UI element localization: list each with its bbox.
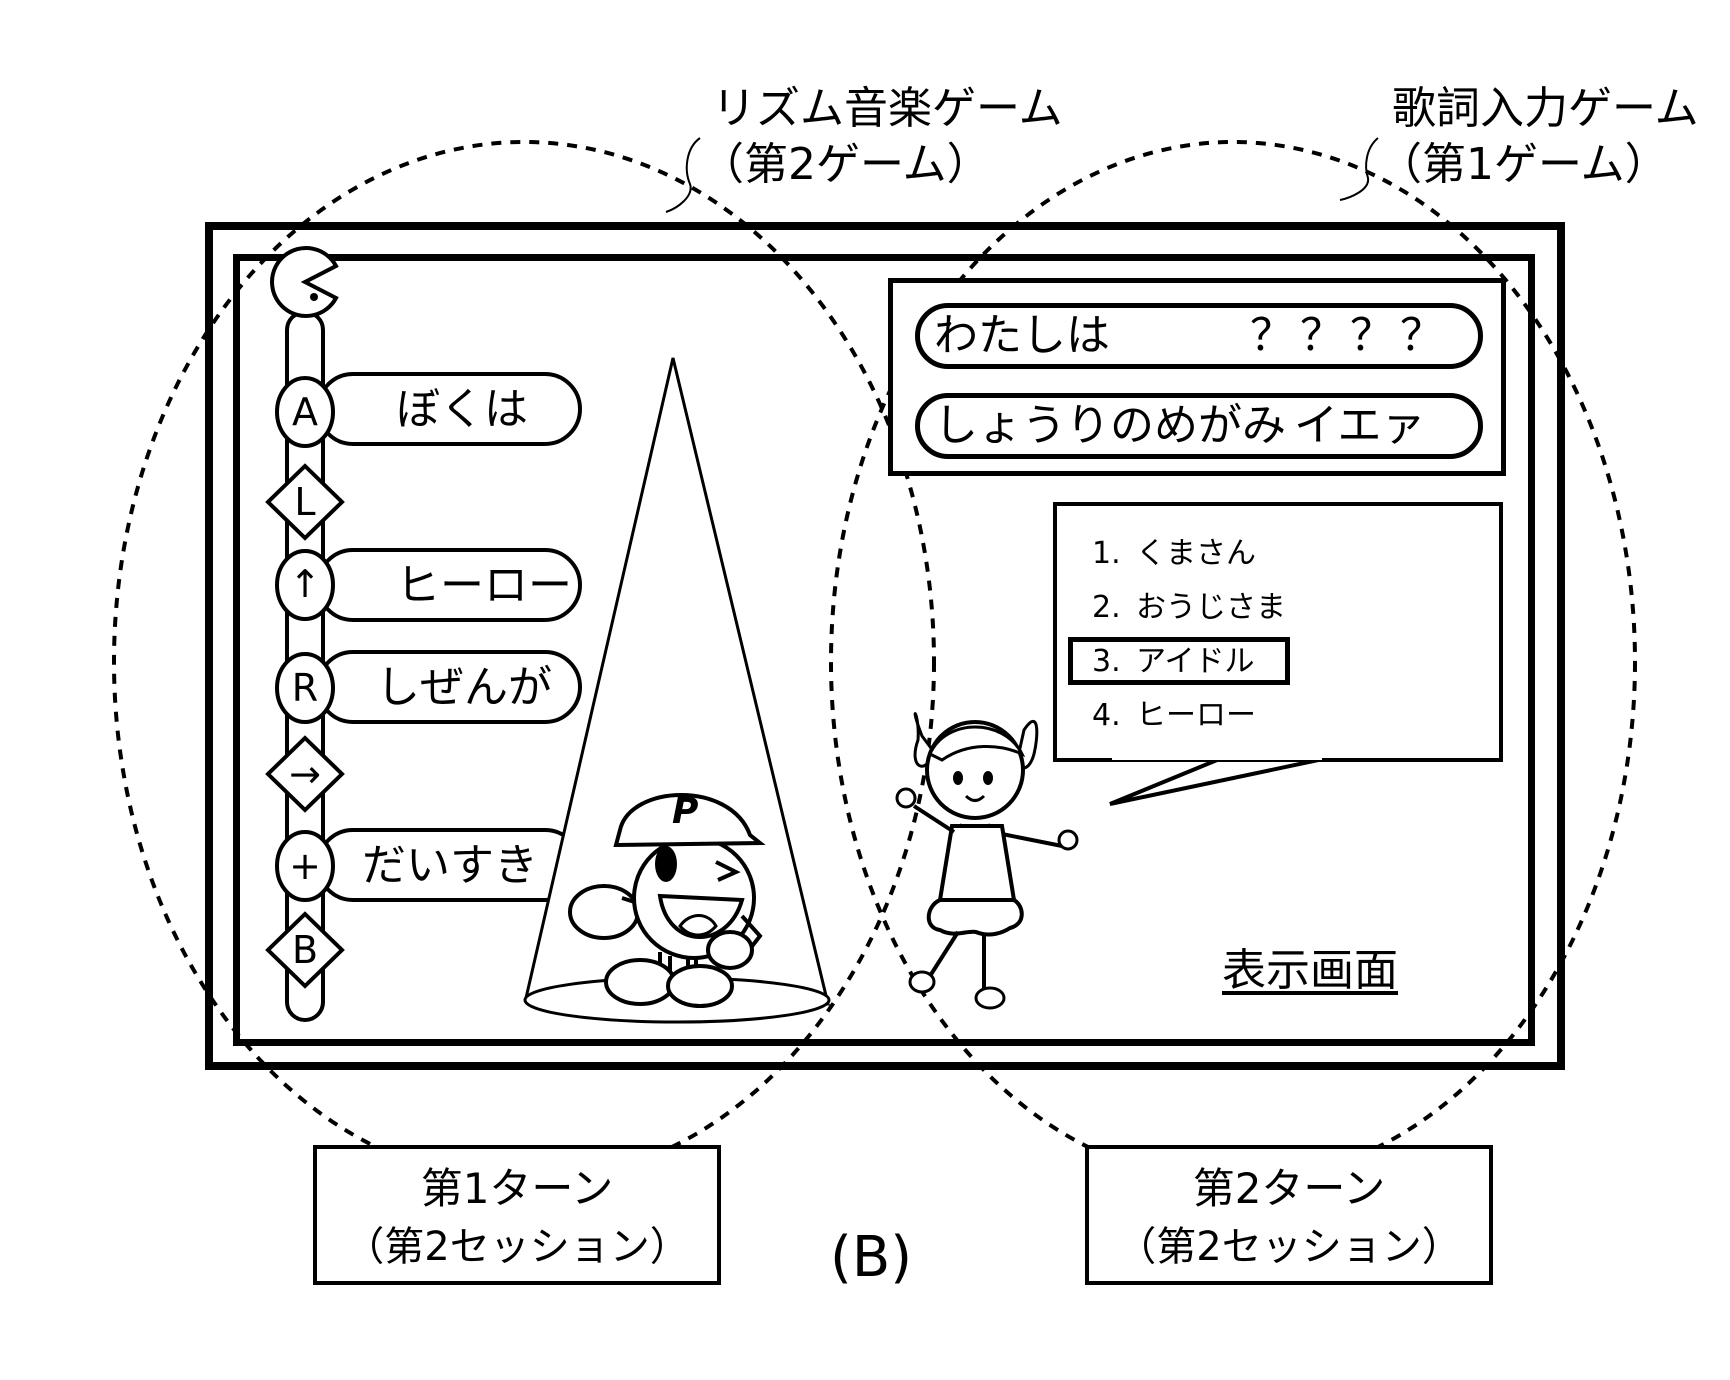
character-cap-letter: P — [672, 792, 698, 832]
turn-box-second: 第2ターン （第2セッション） — [1085, 1145, 1493, 1285]
choice-number: 1. — [1092, 534, 1136, 574]
choice-label: おうじさま — [1136, 590, 1286, 625]
turn-box-second-session: （第2セッション） — [1089, 1221, 1489, 1273]
pacman-eye-icon — [310, 293, 318, 301]
idol-girl-character — [897, 714, 1077, 1008]
l-button-label: L — [285, 480, 325, 524]
figure-label: (B) — [830, 1225, 912, 1291]
speech-bubble-tail — [1110, 758, 1328, 804]
plus-button-label: + — [285, 844, 325, 888]
r-button-label: R — [285, 666, 325, 710]
choice-item[interactable]: 1.くまさん — [1092, 534, 1256, 574]
lyric-line-2-end: イエァ — [1294, 398, 1426, 454]
lyric-line-1: わたしは ？？？？ — [915, 303, 1483, 369]
choice-item-selected[interactable]: 3.アイドル — [1092, 642, 1255, 682]
choice-number: 4. — [1092, 696, 1136, 736]
choice-item[interactable]: 4.ヒーロー — [1092, 696, 1256, 736]
choice-number: 3. — [1092, 642, 1136, 682]
up-arrow-label: ↑ — [285, 562, 325, 606]
lyric-line-1-blank: ？？？？ — [1250, 308, 1450, 364]
display-screen-label: 表示画面 — [1222, 944, 1398, 998]
turn-box-first: 第1ターン （第2セッション） — [313, 1145, 721, 1285]
turn-box-second-title: 第2ターン — [1089, 1163, 1489, 1215]
turn-box-first-title: 第1ターン — [317, 1163, 717, 1215]
b-button-label: B — [285, 928, 325, 972]
lyric-game-leader — [1340, 138, 1378, 200]
choice-number: 2. — [1092, 588, 1136, 628]
lyric-display-panel: わたしは ？？？？ しょうりのめがみ イエァ — [888, 278, 1506, 476]
note-lyric-up: ヒーロー — [396, 560, 572, 612]
choice-label: アイドル — [1136, 644, 1255, 679]
choice-label: くまさん — [1136, 536, 1256, 571]
right-arrow-label: → — [285, 752, 325, 796]
speech-bubble-gap — [1112, 752, 1322, 760]
rhythm-game-leader — [666, 138, 700, 212]
turn-box-first-session: （第2セッション） — [317, 1221, 717, 1273]
lyric-line-2: しょうりのめがみ イエァ — [915, 393, 1483, 459]
lyric-line-1-start: わたしは — [934, 308, 1110, 364]
pacman-icon — [272, 248, 336, 316]
choice-label: ヒーロー — [1136, 698, 1256, 733]
a-button-label: A — [285, 390, 325, 434]
note-lyric-r: しぜんが — [376, 662, 552, 714]
choice-item[interactable]: 2.おうじさま — [1092, 588, 1286, 628]
note-lyric-a: ぼくは — [396, 384, 528, 436]
note-lyric-plus: だいすき — [362, 840, 538, 892]
lyric-line-2-start: しょうりのめがみ — [934, 398, 1286, 454]
